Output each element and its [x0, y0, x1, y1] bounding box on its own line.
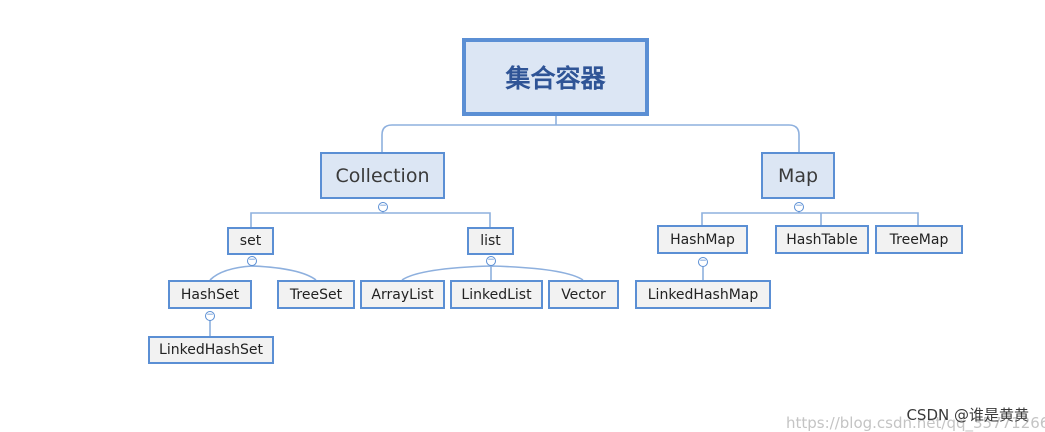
node-arraylist-label: ArrayList: [371, 286, 434, 303]
node-root[interactable]: 集合容器: [462, 38, 649, 116]
node-hashtable-label: HashTable: [786, 231, 858, 248]
node-treeset[interactable]: TreeSet: [277, 280, 355, 309]
node-linkedlist[interactable]: LinkedList: [450, 280, 543, 309]
node-treemap[interactable]: TreeMap: [875, 225, 963, 254]
node-vector[interactable]: Vector: [548, 280, 619, 309]
url-watermark: https://blog.csdn.net/qq_35771266: [786, 414, 1045, 432]
node-hashset-label: HashSet: [180, 286, 240, 303]
collapse-map-icon[interactable]: −: [794, 201, 804, 212]
node-linkedhashset[interactable]: LinkedHashSet: [148, 336, 274, 364]
node-set[interactable]: set: [227, 227, 274, 255]
node-linkedlist-label: LinkedList: [461, 286, 532, 303]
collapse-list-icon[interactable]: −: [486, 255, 496, 266]
collapse-hashset-icon[interactable]: −: [205, 310, 215, 321]
collapse-collection-icon[interactable]: −: [378, 201, 388, 212]
node-hashset[interactable]: HashSet: [168, 280, 252, 309]
node-hashmap-label: HashMap: [670, 231, 735, 248]
connector-set-children: [209, 265, 317, 281]
node-linkedhashmap[interactable]: LinkedHashMap: [635, 280, 771, 309]
node-list[interactable]: list: [467, 227, 514, 255]
node-map-label: Map: [777, 164, 819, 187]
collapse-hashmap-icon[interactable]: −: [698, 256, 708, 267]
node-collection-label: Collection: [335, 164, 430, 187]
node-arraylist[interactable]: ArrayList: [360, 280, 445, 309]
node-map[interactable]: Map: [761, 152, 835, 199]
node-hashtable[interactable]: HashTable: [775, 225, 869, 254]
collapse-set-icon[interactable]: −: [247, 255, 257, 266]
node-list-label: list: [480, 233, 501, 249]
connector-collection-children: [250, 207, 491, 227]
node-set-label: set: [239, 233, 262, 249]
node-vector-label: Vector: [561, 286, 606, 303]
author-credit: CSDN @谁是黄黄: [906, 406, 1029, 424]
node-hashmap[interactable]: HashMap: [657, 225, 748, 254]
connector-map-children: [701, 205, 919, 225]
node-linkedhashmap-label: LinkedHashMap: [647, 286, 759, 303]
connector-list-children: [401, 265, 584, 281]
node-treeset-label: TreeSet: [289, 286, 343, 303]
node-treemap-label: TreeMap: [889, 231, 949, 248]
connector-root-children: [381, 116, 800, 152]
node-root-label: 集合容器: [505, 64, 606, 93]
node-linkedhashset-label: LinkedHashSet: [159, 342, 263, 358]
node-collection[interactable]: Collection: [320, 152, 445, 199]
